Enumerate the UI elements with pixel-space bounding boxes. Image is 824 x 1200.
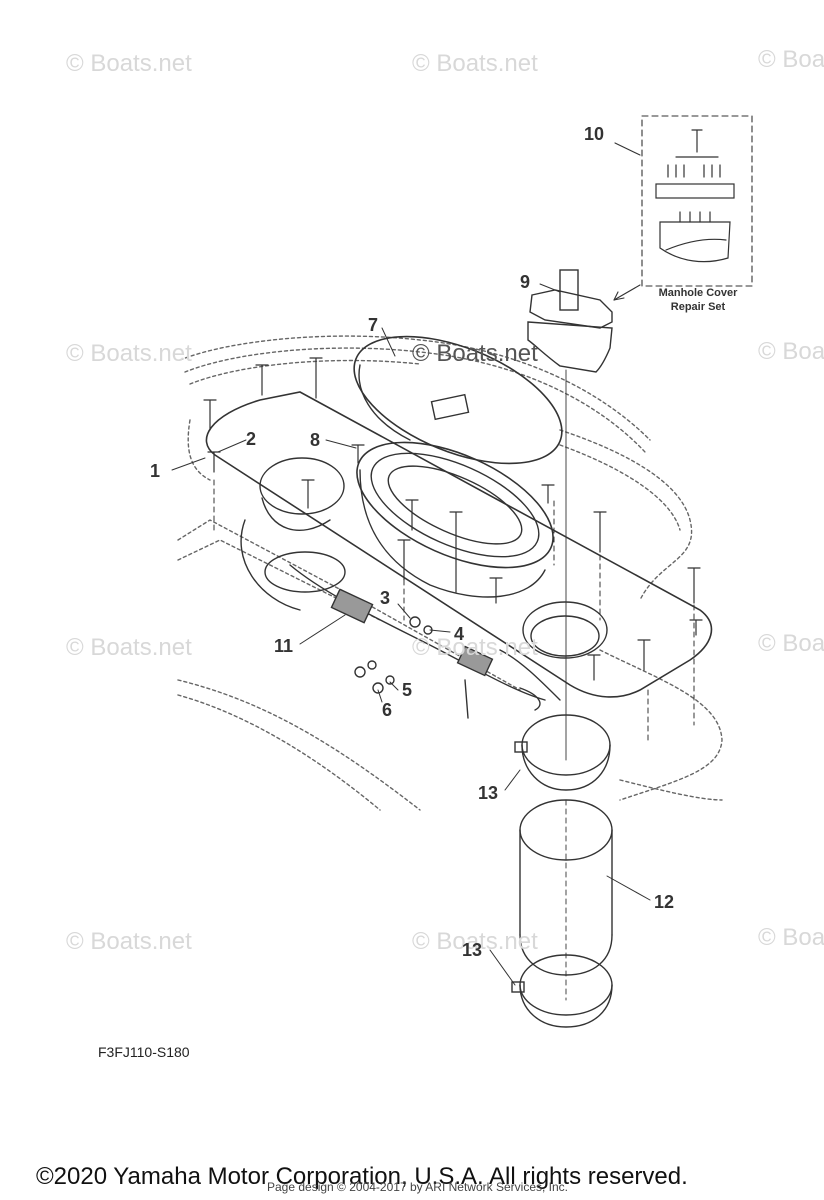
hole-right bbox=[522, 601, 608, 659]
watermark: © Boats.net bbox=[66, 928, 192, 955]
watermark: © Boats.net bbox=[66, 340, 192, 367]
callout-13-upper[interactable]: 13 bbox=[478, 783, 499, 803]
part-9-fitting bbox=[527, 269, 613, 761]
watermark: © Boats.net bbox=[758, 46, 824, 73]
callout-1[interactable]: 1 bbox=[150, 461, 161, 481]
callout-10[interactable]: 10 bbox=[584, 124, 605, 144]
callout-2[interactable]: 2 bbox=[246, 429, 257, 449]
callout-4[interactable]: 4 bbox=[454, 624, 465, 644]
hose-band-lower bbox=[511, 954, 613, 1028]
repair-set-label: Manhole Cover Repair Set bbox=[642, 286, 754, 314]
callout-11[interactable]: 11 bbox=[274, 636, 294, 656]
hose-band-upper bbox=[514, 714, 611, 791]
callout-9[interactable]: 9 bbox=[520, 272, 531, 292]
repair-set-box bbox=[641, 115, 753, 287]
diagram-code: F3FJ110-S180 bbox=[98, 1044, 190, 1060]
watermark: © Boats.net bbox=[758, 630, 824, 657]
watermark: © Boats.net bbox=[412, 634, 538, 661]
watermark: © Boats.net bbox=[758, 924, 824, 951]
repair-set-line2: Repair Set bbox=[670, 301, 726, 313]
callout-7[interactable]: 7 bbox=[368, 315, 379, 335]
manhole-cover bbox=[353, 335, 563, 465]
watermark: © Boats.net bbox=[412, 340, 538, 367]
screws bbox=[203, 357, 703, 681]
leader-lines bbox=[171, 283, 651, 986]
callout-12[interactable]: 12 bbox=[654, 892, 675, 912]
watermark: © Boats.net bbox=[66, 634, 192, 661]
oval-opening bbox=[356, 441, 554, 569]
watermark: © Boats.net bbox=[758, 338, 824, 365]
callout-6[interactable]: 6 bbox=[382, 700, 393, 720]
watermark: © Boats.net bbox=[412, 928, 538, 955]
watermark: © Boats.net bbox=[66, 50, 192, 77]
frame-plate bbox=[205, 391, 713, 698]
repair-set-line1: Manhole Cover bbox=[658, 287, 738, 299]
callout-8[interactable]: 8 bbox=[310, 430, 321, 450]
callout-5[interactable]: 5 bbox=[402, 680, 413, 700]
hull-outline bbox=[177, 335, 723, 811]
cable bbox=[289, 564, 546, 701]
hose bbox=[519, 799, 613, 1001]
callout-3[interactable]: 3 bbox=[380, 588, 391, 608]
callout-13-lower[interactable]: 13 bbox=[462, 940, 483, 960]
page-design-credit: Page design © 2004-2017 by ARI Network S… bbox=[267, 1180, 569, 1194]
hole-left bbox=[259, 457, 345, 515]
copyright-notice: ©2020 Yamaha Motor Corporation, U.S.A. A… bbox=[36, 1163, 688, 1190]
watermark: © Boats.net bbox=[412, 50, 538, 77]
